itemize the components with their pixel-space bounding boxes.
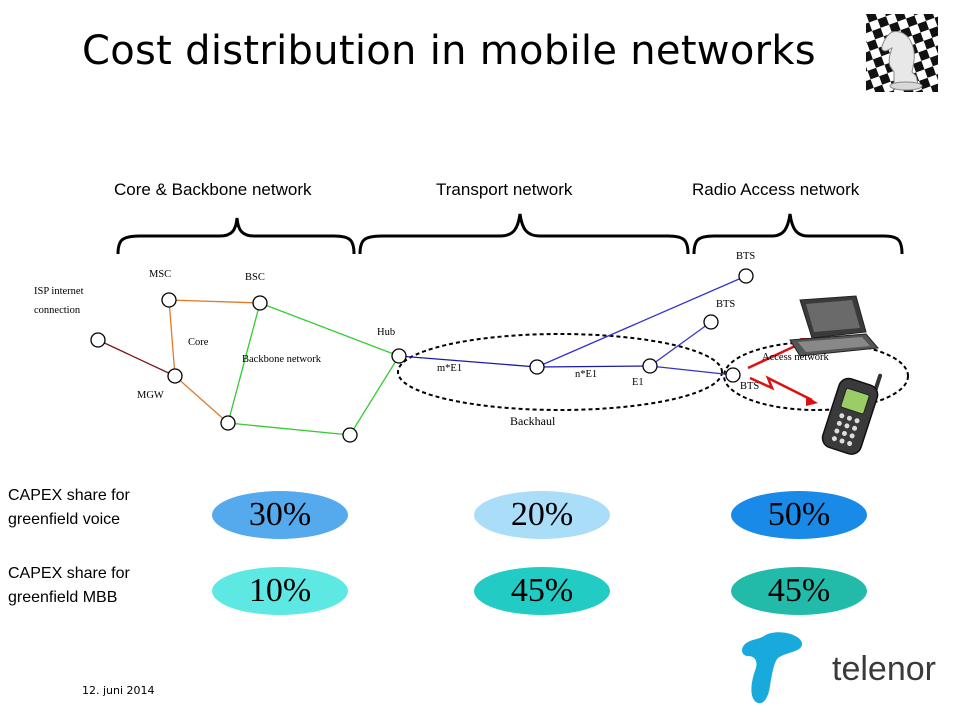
label-e1: E1 bbox=[632, 377, 644, 388]
section-label-transport: Transport network bbox=[436, 180, 573, 199]
label-hub: Hub bbox=[377, 327, 395, 338]
node-backbone-bottom bbox=[342, 427, 358, 443]
link-msc-mgw bbox=[168, 299, 176, 377]
capex-voice-label: CAPEX share for greenfield voice bbox=[8, 484, 130, 532]
capex-voice-transport-pill: 20% bbox=[474, 491, 610, 539]
capex-mbb-label-line1: CAPEX share for bbox=[8, 565, 130, 582]
label-msc: MSC bbox=[149, 269, 171, 280]
section-label-core-backbone: Core & Backbone network bbox=[114, 180, 312, 199]
link-msc-bsc bbox=[168, 299, 261, 304]
backhaul-ellipse bbox=[397, 333, 723, 411]
link-bsc-core-node bbox=[227, 302, 261, 424]
node-mgw bbox=[167, 368, 183, 384]
node-transport-mid bbox=[529, 359, 545, 375]
label-core: Core bbox=[188, 337, 209, 348]
link-hub-mid bbox=[398, 355, 538, 368]
telenor-logo-icon: telenor bbox=[742, 632, 936, 704]
brace-radio-access bbox=[692, 213, 904, 255]
node-hub bbox=[391, 348, 407, 364]
laptop-icon bbox=[789, 295, 880, 357]
node-isp bbox=[90, 332, 106, 348]
brace-transport bbox=[358, 213, 690, 255]
link-bsc-hub bbox=[259, 302, 400, 357]
label-isp-line1: ISP internet bbox=[34, 286, 84, 297]
capex-mbb-label: CAPEX share for greenfield MBB bbox=[8, 562, 130, 610]
access-network-ellipse bbox=[723, 341, 909, 411]
label-bsc: BSC bbox=[245, 272, 265, 283]
label-backbone: Backbone network bbox=[242, 354, 322, 365]
capex-voice-label-line2: greenfield voice bbox=[8, 511, 121, 528]
slide-title: Cost distribution in mobile networks bbox=[82, 28, 816, 74]
capex-mbb-transport-pill: 45% bbox=[474, 567, 610, 615]
link-isp-mgw bbox=[97, 339, 176, 377]
capex-voice-label-line1: CAPEX share for bbox=[8, 487, 130, 504]
capex-voice-core-pill: 30% bbox=[212, 491, 348, 539]
brace-core-backbone bbox=[116, 217, 356, 255]
radio-signal-arrow-phone bbox=[749, 375, 813, 402]
label-mgw: MGW bbox=[137, 390, 164, 401]
link-mgw-core-node bbox=[174, 375, 229, 424]
link-mid-e1 bbox=[536, 365, 651, 368]
label-n-e1: n*E1 bbox=[575, 369, 597, 380]
capex-mbb-core-pill: 10% bbox=[212, 567, 348, 615]
telenor-logo-text: telenor bbox=[832, 650, 936, 688]
label-bts-top: BTS bbox=[736, 251, 755, 262]
label-isp-line2: connection bbox=[34, 305, 81, 316]
label-bts-mid: BTS bbox=[716, 299, 735, 310]
link-core-node-bottom bbox=[227, 422, 351, 436]
node-e1 bbox=[642, 358, 658, 374]
capex-voice-radio-pill: 50% bbox=[731, 491, 867, 539]
chess-knight-logo-icon bbox=[866, 14, 938, 92]
node-bts-mid bbox=[703, 314, 719, 330]
slide-date: 12. juni 2014 bbox=[82, 684, 155, 697]
label-access-network: Access network bbox=[762, 352, 830, 363]
node-bts-low bbox=[725, 367, 741, 383]
capex-mbb-label-line2: greenfield MBB bbox=[8, 589, 118, 606]
label-backhaul: Backhaul bbox=[510, 414, 556, 428]
label-m-e1: m*E1 bbox=[437, 363, 462, 374]
link-e1-bts-mid bbox=[649, 321, 712, 367]
node-msc bbox=[161, 292, 177, 308]
capex-mbb-radio-pill: 45% bbox=[731, 567, 867, 615]
link-mid-bts-top bbox=[536, 275, 747, 368]
mobile-phone-icon bbox=[821, 373, 883, 455]
node-core-bottom bbox=[220, 415, 236, 431]
label-bts-low: BTS bbox=[740, 381, 759, 392]
node-bsc bbox=[252, 295, 268, 311]
node-bts-top bbox=[738, 268, 754, 284]
section-label-radio-access: Radio Access network bbox=[692, 180, 860, 199]
link-e1-bts-low bbox=[649, 365, 734, 376]
link-bottom-hub bbox=[349, 355, 400, 436]
